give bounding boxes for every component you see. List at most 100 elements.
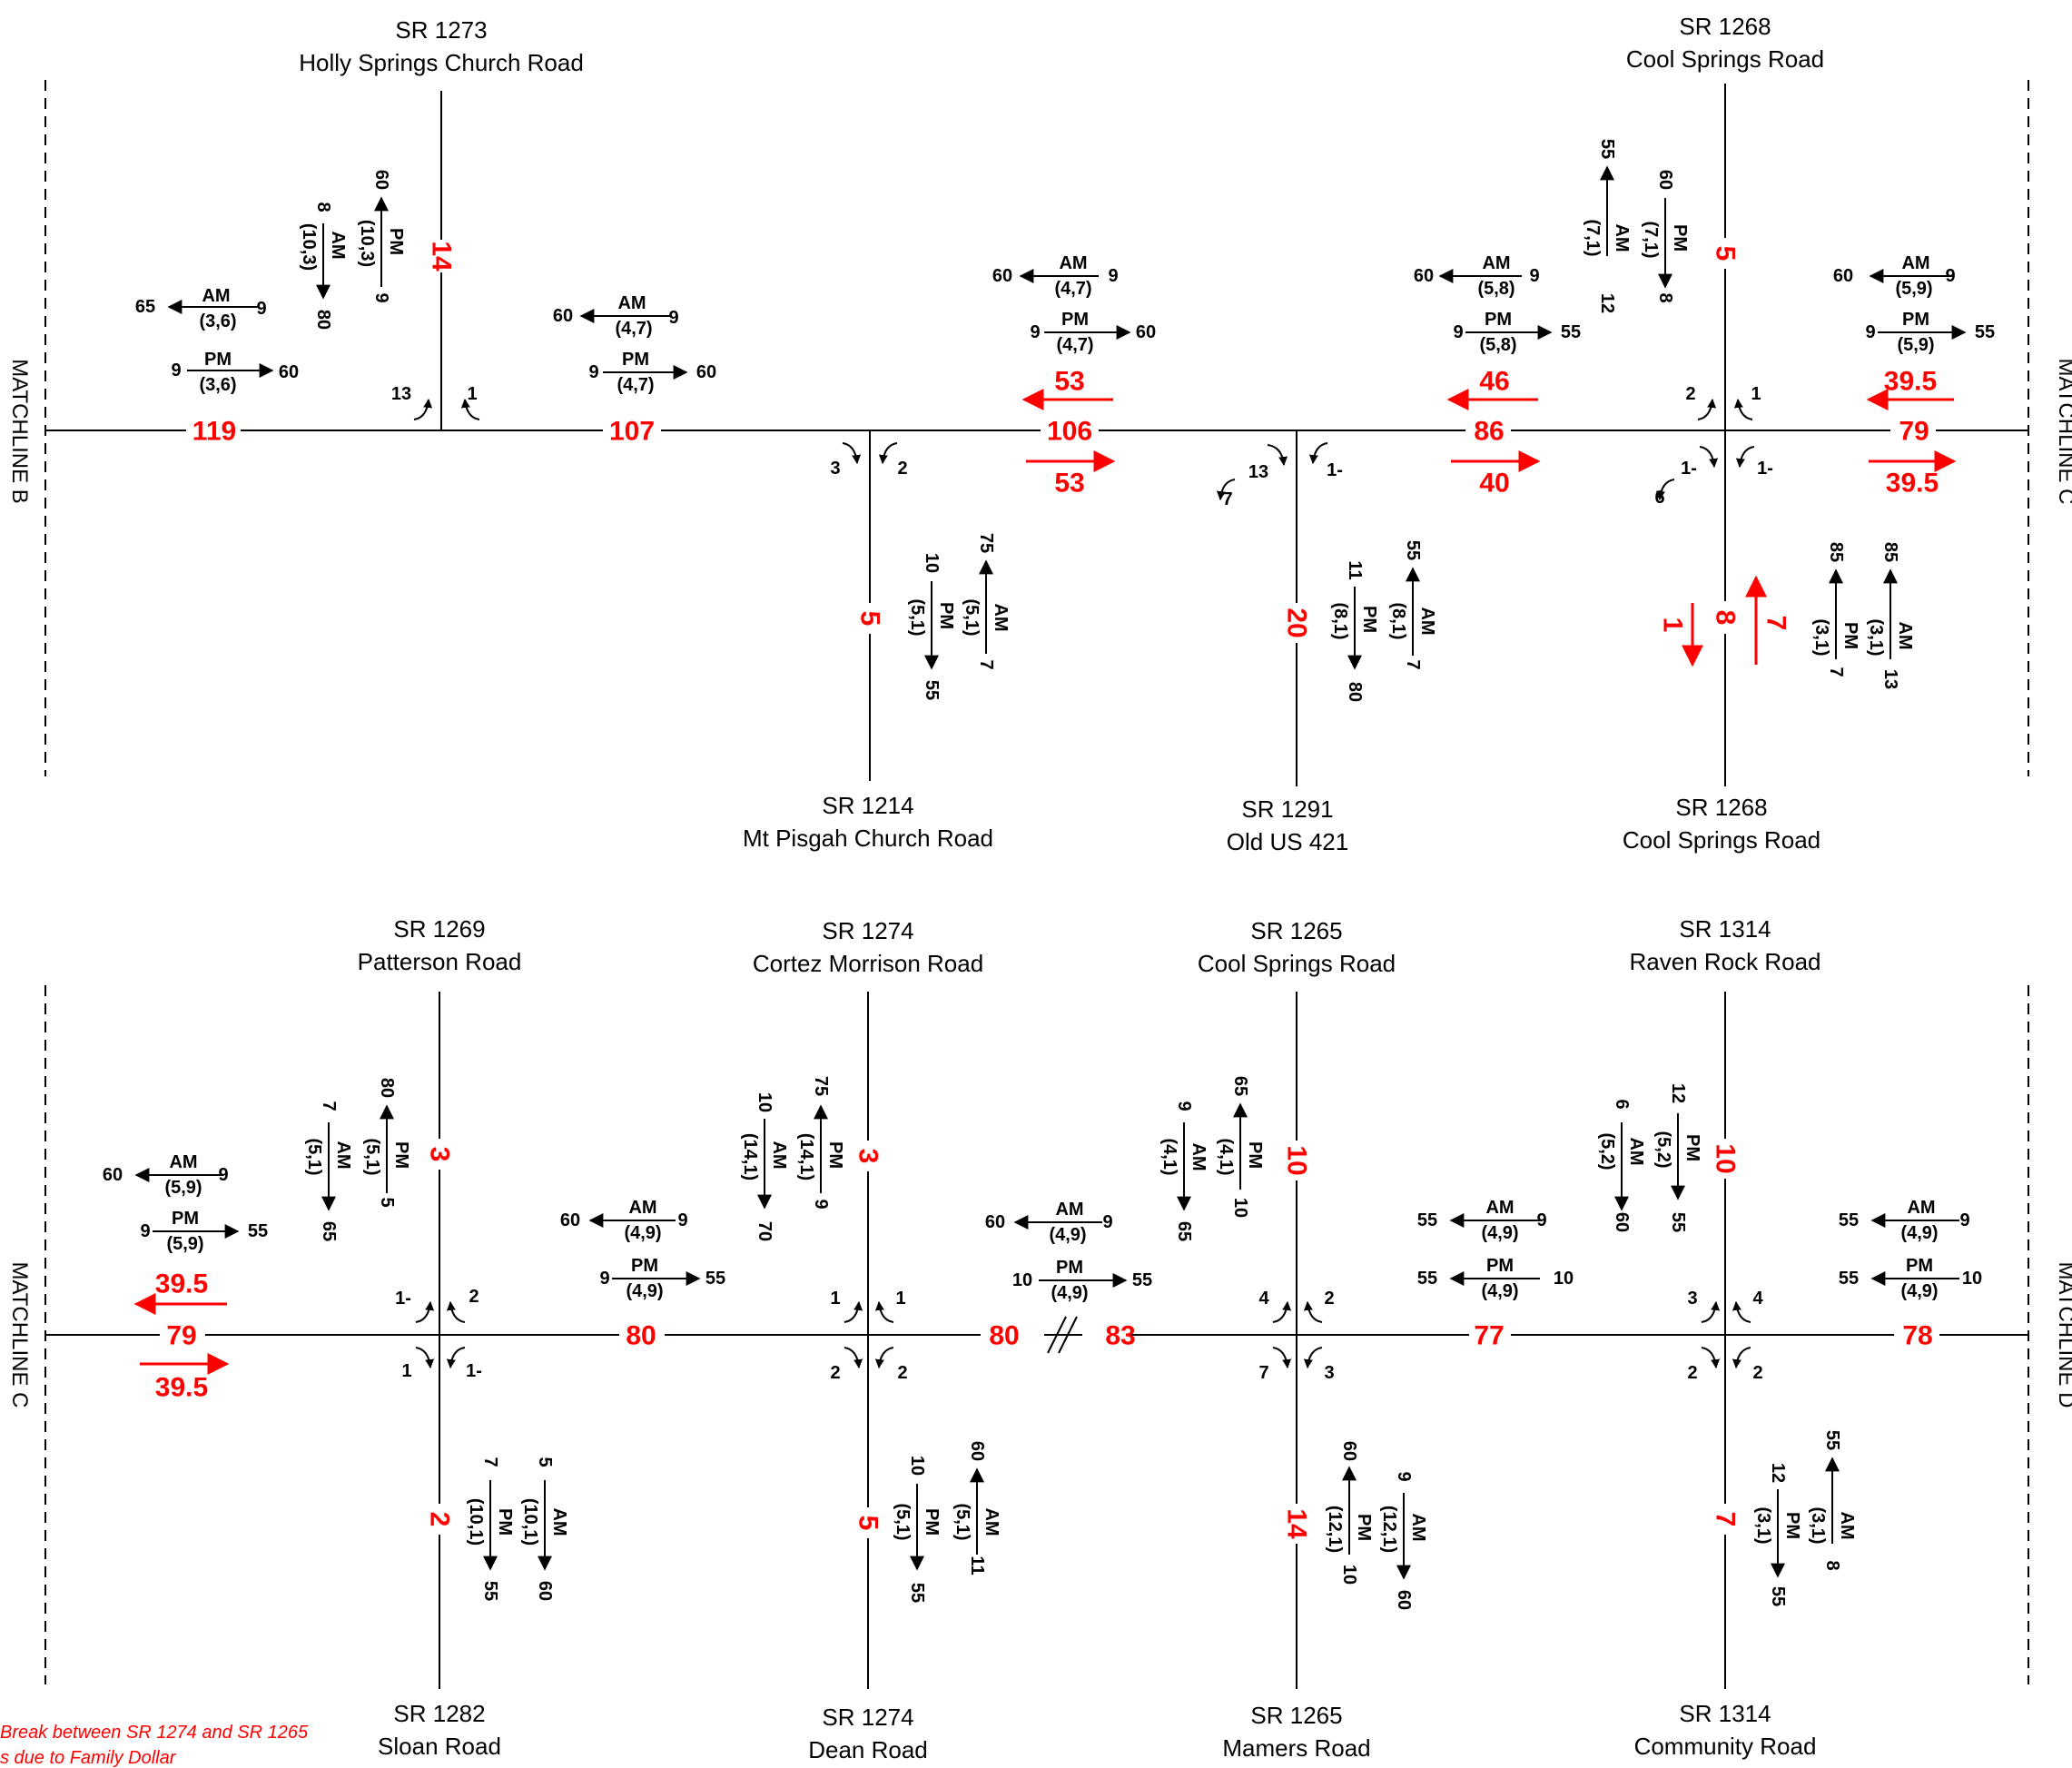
svg-text:AM: AM — [1901, 253, 1929, 273]
svg-text:(10,3): (10,3) — [299, 223, 319, 271]
coolsp-s-turn-se: 3 — [1324, 1363, 1334, 1383]
bottom-seg1-volume: 79 — [166, 1321, 196, 1351]
svg-text:(3,6): (3,6) — [199, 375, 236, 395]
svg-text:AM: AM — [549, 1507, 569, 1536]
svg-text:60: 60 — [967, 1441, 987, 1461]
raven-turn-sw: 2 — [1687, 1363, 1697, 1383]
pisgah-turn-sw: 3 — [830, 459, 840, 479]
svg-text:PM: PM — [1840, 622, 1860, 649]
mamers-route: SR 1265 — [1250, 1702, 1342, 1729]
svg-text:(4,9): (4,9) — [1900, 1223, 1938, 1243]
svg-text:PM: PM — [622, 350, 649, 370]
svg-text:60: 60 — [560, 1210, 580, 1230]
svg-text:(14,1): (14,1) — [740, 1133, 760, 1180]
svg-text:60: 60 — [535, 1581, 555, 1601]
matchline-c-label-top: MATCHLINE C — [2054, 359, 2072, 505]
community-volume: 7 — [1711, 1512, 1741, 1527]
svg-text:(3,6): (3,6) — [199, 311, 236, 331]
bottom-seg3b-volume: 83 — [1105, 1321, 1135, 1351]
svg-text:9: 9 — [218, 1165, 228, 1185]
svg-text:85: 85 — [1880, 542, 1900, 562]
cool-springs-n-south-volume: 8 — [1711, 610, 1741, 626]
svg-text:(5,8): (5,8) — [1477, 279, 1515, 299]
svg-text:7: 7 — [480, 1457, 500, 1467]
side-patterson-north: 7 (5,1) AM 65 80 (5,1) PM 5 — [304, 1078, 411, 1241]
patterson-north-volume: 3 — [425, 1147, 455, 1162]
bottom-seg1-wb: 39.5 — [155, 1269, 208, 1299]
svg-text:(5,9): (5,9) — [1897, 335, 1934, 355]
svg-text:(7,1): (7,1) — [1583, 219, 1603, 256]
matchlines: MATCHLINE B MATCHLINE C MATCHLINE C MATC… — [7, 80, 2072, 1684]
svg-text:AM: AM — [1485, 1198, 1514, 1218]
cool-springs-n-name: Cool Springs Road — [1626, 45, 1824, 73]
svg-text:(5,1): (5,1) — [952, 1503, 972, 1540]
break-note-line2: s due to Family Dollar — [0, 1748, 177, 1768]
patterson-turn-se: 1- — [466, 1361, 482, 1381]
svg-text:9: 9 — [811, 1199, 831, 1209]
old-us-421-route: SR 1291 — [1241, 795, 1333, 823]
svg-text:9: 9 — [1108, 266, 1118, 286]
svg-text:9: 9 — [1536, 1210, 1546, 1230]
side-old421: 11 (8,1) PM 80 55 (8,1) AM 7 — [1330, 540, 1437, 702]
cortez-turn-se: 2 — [897, 1363, 907, 1383]
svg-text:(7,1): (7,1) — [1641, 221, 1661, 258]
mt-pisgah-name: Mt Pisgah Church Road — [743, 825, 993, 852]
svg-text:65: 65 — [1230, 1076, 1250, 1096]
svg-text:55: 55 — [1597, 139, 1617, 159]
svg-text:55: 55 — [705, 1269, 725, 1289]
svg-text:12: 12 — [1768, 1463, 1788, 1483]
svg-text:13: 13 — [1880, 669, 1900, 689]
svg-text:55: 55 — [1839, 1269, 1859, 1289]
svg-text:55: 55 — [1975, 322, 1995, 342]
svg-text:PM: PM — [1245, 1141, 1265, 1169]
svg-text:AM: AM — [1895, 621, 1915, 649]
svg-text:(10,1): (10,1) — [466, 1498, 486, 1546]
raven-rock-name: Raven Rock Road — [1630, 948, 1821, 975]
cool-springs-s-nb: 7 — [1761, 616, 1791, 631]
svg-text:(3,1): (3,1) — [1753, 1506, 1773, 1544]
bottom-seg4-volume: 77 — [1474, 1321, 1504, 1351]
svg-text:AM: AM — [1189, 1142, 1209, 1170]
side-raven-north: 6 (5,2) AM 60 12 (5,2) PM 55 — [1597, 1083, 1702, 1232]
svg-text:(3,1): (3,1) — [1866, 618, 1886, 656]
svg-text:9: 9 — [1394, 1471, 1414, 1481]
cool-springs-s-route: SR 1268 — [1675, 794, 1767, 821]
svg-text:AM: AM — [1417, 607, 1437, 635]
svg-text:9: 9 — [1453, 322, 1463, 342]
svg-text:(14,1): (14,1) — [796, 1133, 816, 1180]
svg-text:55: 55 — [1403, 540, 1423, 560]
svg-text:PM: PM — [1682, 1134, 1702, 1161]
top-seg1-volume: 119 — [192, 417, 236, 447]
link-patterson-west: 60 AM (5,9) 9 9 PM (5,9) 55 — [103, 1152, 268, 1254]
svg-text:10: 10 — [1339, 1565, 1359, 1585]
top-seg4-wb: 46 — [1479, 367, 1509, 397]
community-name: Community Road — [1634, 1733, 1817, 1760]
top-seg3-eb: 53 — [1054, 469, 1084, 499]
matchline-d-label: MATCHLINE D — [2054, 1262, 2072, 1408]
patterson-route: SR 1269 — [393, 915, 485, 943]
svg-text:(5,1): (5,1) — [362, 1138, 382, 1175]
cortez-route: SR 1274 — [822, 917, 913, 944]
svg-text:(5,8): (5,8) — [1479, 335, 1516, 355]
svg-text:PM: PM — [204, 350, 232, 370]
old-us-421-volume: 20 — [1282, 607, 1312, 637]
svg-text:9: 9 — [1102, 1212, 1112, 1232]
matchline-b-label: MATCHLINE B — [7, 359, 32, 504]
svg-text:PM: PM — [1670, 224, 1690, 252]
sloan-route: SR 1282 — [393, 1700, 485, 1727]
svg-text:PM: PM — [1906, 1256, 1933, 1276]
svg-text:AM: AM — [1837, 1511, 1857, 1539]
svg-text:60: 60 — [1655, 170, 1675, 190]
svg-text:(5,1): (5,1) — [907, 598, 927, 636]
svg-text:10: 10 — [1230, 1198, 1250, 1218]
svg-text:(4,1): (4,1) — [1216, 1138, 1236, 1175]
svg-text:PM: PM — [1782, 1512, 1802, 1539]
coolsp-turn-sw2: 6 — [1654, 488, 1664, 508]
svg-text:(12,1): (12,1) — [1325, 1506, 1345, 1553]
cool-springs-s-sb: 1 — [1658, 617, 1688, 633]
svg-text:7: 7 — [976, 659, 996, 669]
svg-text:AM: AM — [1055, 1200, 1083, 1220]
svg-text:(10,1): (10,1) — [520, 1498, 540, 1546]
svg-text:PM: PM — [1061, 310, 1089, 330]
